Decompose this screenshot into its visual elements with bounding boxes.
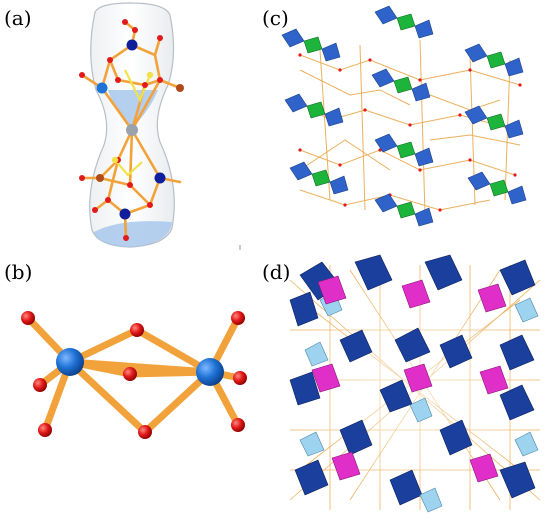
panel-c-figure [281,5,527,227]
panel-b-figure [21,311,247,439]
yellow-atom [146,71,154,79]
metal-atom-right [196,358,224,386]
capsule-bottom-fill [94,221,172,247]
yellow-atom-2 [111,156,119,164]
panel-label-a: (a) [4,6,32,30]
panel-a-figure [79,2,241,250]
panel-label-c: (c) [262,6,289,30]
panel-b-oxygens [21,311,247,439]
metal-atom-left [56,348,84,376]
metal-navy-atom [126,39,138,51]
capsule-mid-fill [108,90,158,128]
panel-c-network [294,39,521,216]
panel-d-polyhedra [289,254,539,513]
metal-navy-atom-2 [154,172,166,184]
panel-label-b: (b) [4,260,33,284]
metal-navy-atom-3 [119,208,131,220]
panel-c-polyhedra [281,5,527,227]
panel-label-d: (d) [262,260,291,284]
metal-brown-atom-2 [96,174,104,182]
metal-gray-atom [126,124,138,136]
metal-blue-atom [96,82,108,94]
metal-brown-atom [176,84,184,92]
